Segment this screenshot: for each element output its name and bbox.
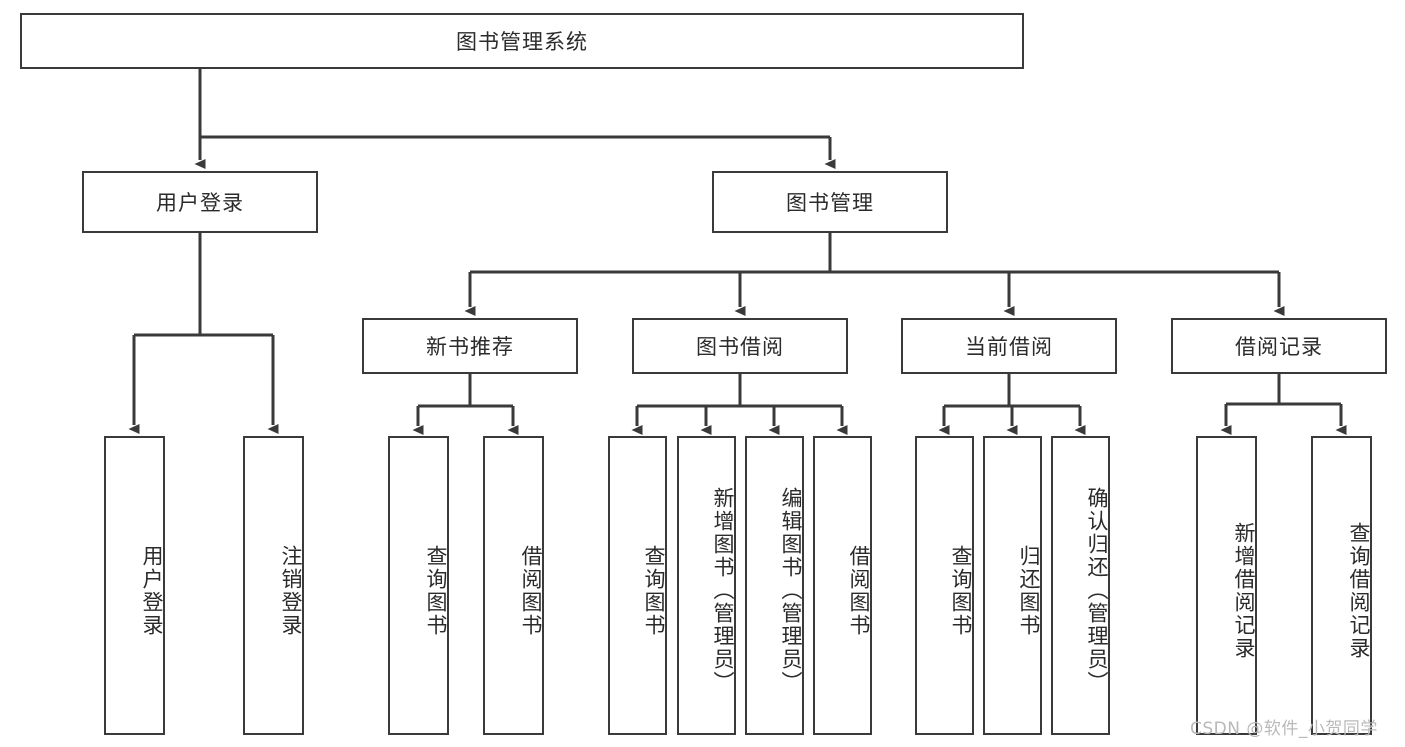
node-leaf-return-book-label: 归还图书 <box>1017 544 1041 637</box>
node-leaf-borrow-book-new-label: 借阅图书 <box>519 544 543 637</box>
node-root-label: 图书管理系统 <box>456 30 588 54</box>
node-user-login-label: 用户登录 <box>156 191 244 215</box>
node-leaf-user-logout[interactable]: 注销登录 <box>243 436 304 735</box>
node-borrow-record-label: 借阅记录 <box>1235 335 1323 359</box>
node-leaf-query-book-borrow[interactable]: 查询图书 <box>608 436 667 735</box>
node-leaf-add-book-admin[interactable]: 新增图书（管理员） <box>677 436 736 735</box>
node-leaf-add-borrow-record[interactable]: 新增借阅记录 <box>1196 436 1257 735</box>
node-current-borrow-label: 当前借阅 <box>965 335 1053 359</box>
node-leaf-query-book-new-label: 查询图书 <box>424 544 448 637</box>
node-user-login[interactable]: 用户登录 <box>82 171 318 233</box>
node-current-borrow[interactable]: 当前借阅 <box>901 318 1117 374</box>
node-leaf-query-book-borrow-label: 查询图书 <box>642 544 666 637</box>
node-leaf-confirm-return-admin[interactable]: 确认归还（管理员） <box>1051 436 1110 735</box>
node-leaf-query-book-current[interactable]: 查询图书 <box>915 436 974 735</box>
node-leaf-user-login-label: 用户登录 <box>140 544 164 637</box>
node-leaf-query-borrow-record[interactable]: 查询借阅记录 <box>1311 436 1372 735</box>
node-leaf-query-book-current-label: 查询图书 <box>949 544 973 637</box>
node-root[interactable]: 图书管理系统 <box>20 13 1024 69</box>
node-leaf-add-book-admin-label: 新增图书（管理员） <box>711 487 735 694</box>
node-book-management-label: 图书管理 <box>786 191 874 215</box>
node-leaf-edit-book-admin-label: 编辑图书（管理员） <box>779 487 803 694</box>
node-borrow-record[interactable]: 借阅记录 <box>1171 318 1387 374</box>
node-leaf-query-borrow-record-label: 查询借阅记录 <box>1347 521 1371 660</box>
node-book-borrow-label: 图书借阅 <box>696 335 784 359</box>
node-leaf-borrow-book-label: 借阅图书 <box>847 544 871 637</box>
node-leaf-confirm-return-admin-label: 确认归还（管理员） <box>1085 487 1109 694</box>
node-leaf-add-borrow-record-label: 新增借阅记录 <box>1232 521 1256 660</box>
node-leaf-return-book[interactable]: 归还图书 <box>983 436 1042 735</box>
node-leaf-query-book-new[interactable]: 查询图书 <box>388 436 449 735</box>
node-leaf-user-logout-label: 注销登录 <box>279 544 303 637</box>
node-new-book-recommend-label: 新书推荐 <box>426 335 514 359</box>
node-leaf-user-login[interactable]: 用户登录 <box>104 436 165 735</box>
node-leaf-borrow-book[interactable]: 借阅图书 <box>813 436 872 735</box>
node-book-management[interactable]: 图书管理 <box>712 171 948 233</box>
node-new-book-recommend[interactable]: 新书推荐 <box>362 318 578 374</box>
node-leaf-borrow-book-new[interactable]: 借阅图书 <box>483 436 544 735</box>
node-leaf-edit-book-admin[interactable]: 编辑图书（管理员） <box>745 436 804 735</box>
node-book-borrow[interactable]: 图书借阅 <box>632 318 848 374</box>
